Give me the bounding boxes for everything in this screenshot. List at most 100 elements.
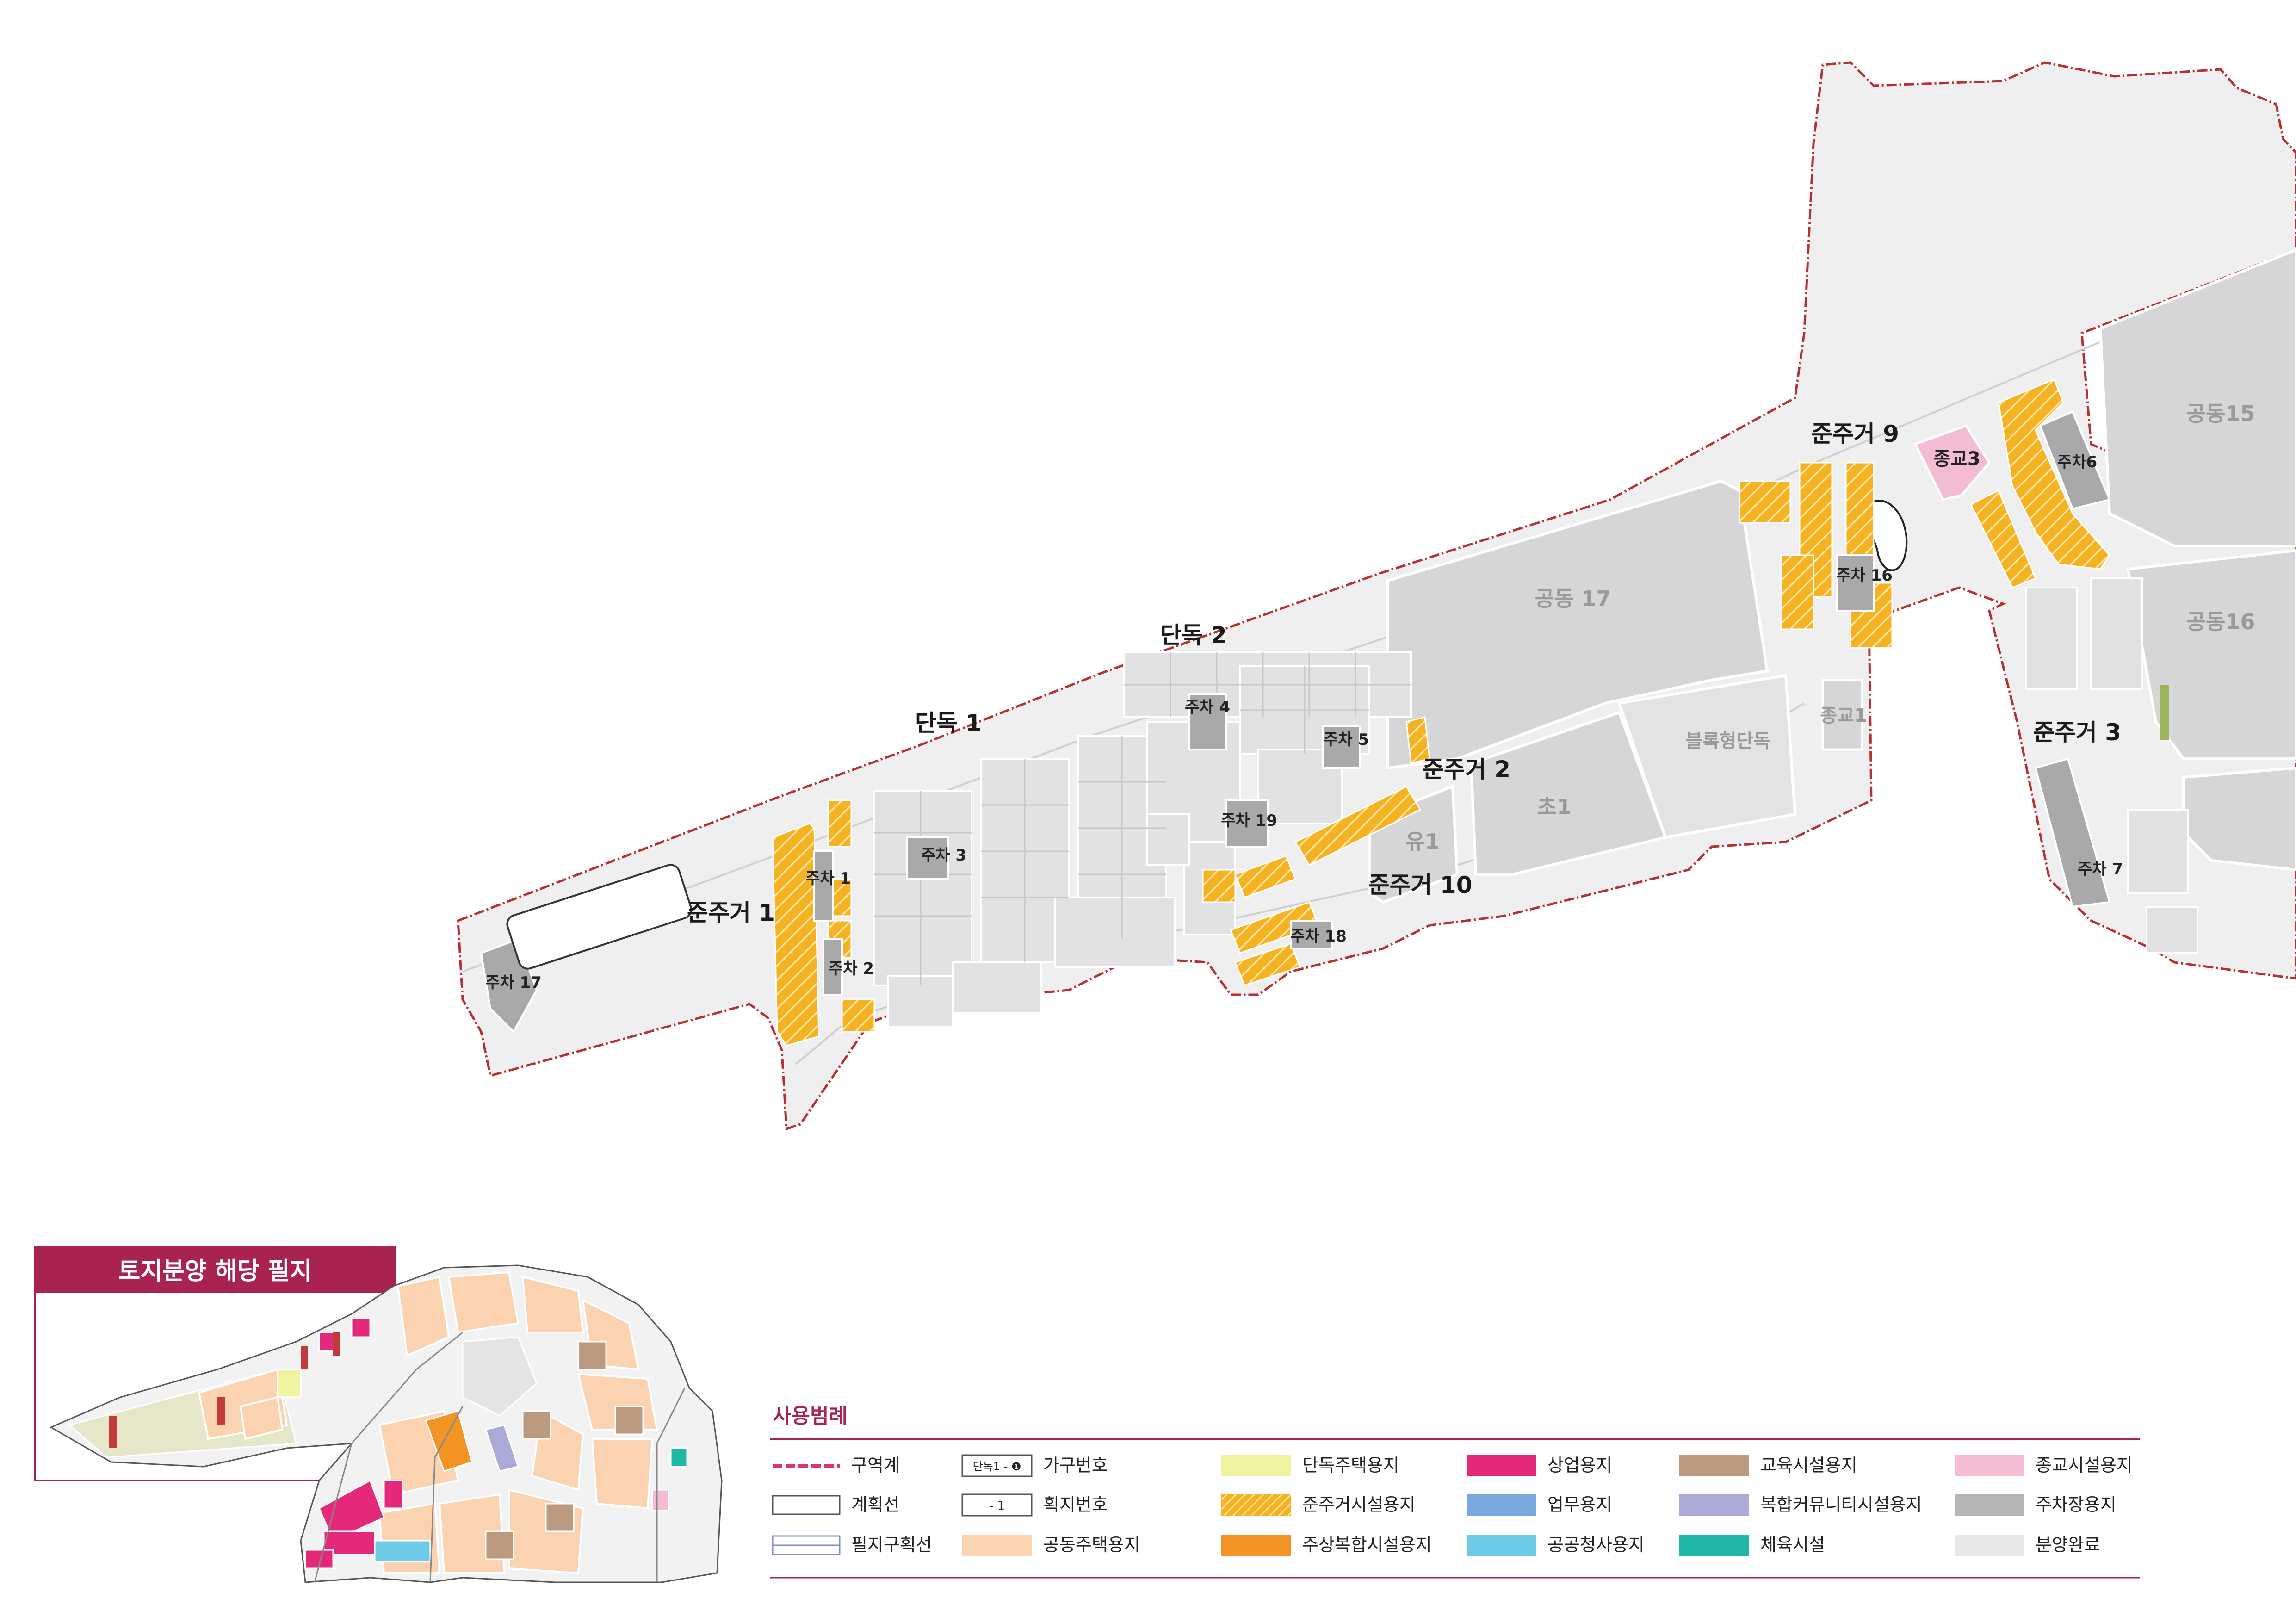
- legend-swatch-public: [1467, 1535, 1536, 1556]
- label-p17: 주차 17: [485, 973, 542, 992]
- legend-swatch-block-number: [961, 1454, 1033, 1477]
- label-p3: 주차 3: [921, 846, 966, 865]
- legend-sample-3: 단독1 - ❶: [973, 1460, 1021, 1473]
- label-danjok2: 단독 2: [1160, 622, 1227, 649]
- label-junjugeo3: 준주거 3: [2033, 719, 2121, 746]
- label-jong1: 종교1: [1820, 705, 1867, 726]
- label-p2: 주차 2: [829, 960, 874, 978]
- legend-swatch-sports: [1679, 1535, 1749, 1556]
- parking-5: [1322, 725, 1361, 769]
- legend-swatch-education: [1679, 1455, 1749, 1476]
- legend-label-7: 준주거시설용지: [1302, 1494, 1416, 1515]
- parking-18: [1290, 920, 1333, 949]
- inset-title-bar: [35, 1247, 396, 1293]
- legend-label-1: 계획선: [851, 1494, 900, 1515]
- legend-swatch-mixed-use: [1221, 1535, 1291, 1556]
- zone-jong1: [1821, 679, 1863, 751]
- parking-2: [823, 938, 843, 996]
- label-p18: 주차 18: [1290, 927, 1347, 946]
- inset-map: 토지분양 해당 필지: [34, 1246, 723, 1583]
- label-jong3: 종교3: [1933, 448, 1980, 470]
- junjugeo3-lots: [2025, 577, 2198, 954]
- label-junjugeo10: 준주거 10: [1368, 872, 1473, 898]
- inset-detached: [277, 1369, 302, 1398]
- parking-3: [906, 836, 949, 880]
- label-junjugeo1: 준주거 1: [687, 899, 775, 926]
- zone-jong3: [1913, 424, 1991, 501]
- zone-gongdong15: [2098, 248, 2296, 547]
- legend-swatch-community: [1679, 1494, 1749, 1516]
- legend-swatch-lot-number: [961, 1493, 1033, 1517]
- legend-swatch-sold: [1955, 1535, 2024, 1556]
- label-p19: 주차 19: [1221, 812, 1277, 830]
- parking-6: [2039, 410, 2111, 510]
- label-p6: 주차6: [2057, 453, 2097, 471]
- main-map: 공동 17 블록형단독 초1 유1 종교1 공동15 공동16 종교3: [457, 61, 2296, 1131]
- legend-label-8: 주상복합시설용지: [1302, 1535, 1432, 1555]
- legend-swatch-plan-line: [772, 1495, 841, 1515]
- inset-religion: [651, 1489, 669, 1511]
- inset-education: [485, 1341, 644, 1560]
- legend-label-17: 분양완료: [2036, 1535, 2100, 1555]
- legend: 사용범례 구역계 계획선 필지구획선 단독1 - ❶ 가구번호 - 1 획지번호…: [770, 1404, 2140, 1579]
- label-gongdong17: 공동 17: [1535, 586, 1611, 611]
- legend-label-4: 획지번호: [1043, 1494, 1108, 1515]
- legend-swatch-parking: [1955, 1494, 2024, 1516]
- district-boundary: [457, 61, 2296, 1131]
- legend-label-0: 구역계: [851, 1455, 900, 1475]
- zone-gongdong16: [2126, 549, 2296, 760]
- legend-label-15: 종교시설용지: [2036, 1455, 2133, 1475]
- label-junjugeo2: 준주거 2: [1423, 756, 1510, 783]
- label-p5: 주차 5: [1324, 731, 1369, 749]
- lot-grid-lines: [874, 652, 1411, 985]
- inset-red-parcels: [109, 1332, 340, 1448]
- legend-label-6: 단독주택용지: [1302, 1455, 1399, 1475]
- zone-cho1: [1469, 711, 1667, 876]
- legend-swatch-detached: [1221, 1455, 1291, 1476]
- label-gongdong15: 공동15: [2186, 401, 2255, 426]
- legend-swatch-commercial: [1467, 1455, 1536, 1476]
- parking-1: [813, 850, 834, 922]
- label-block-danjok: 블록형단독: [1685, 731, 1770, 752]
- legend-label-10: 업무용지: [1547, 1494, 1612, 1515]
- legend-label-13: 복합커뮤니티시설용지: [1760, 1494, 1922, 1515]
- legend-swatch-junjugeo: [1221, 1494, 1291, 1516]
- road-island: [506, 864, 693, 970]
- parking-7: [2034, 757, 2111, 908]
- parking-4: [1188, 693, 1227, 750]
- legend-swatch-apartment: [962, 1535, 1032, 1556]
- parking-16: [1836, 554, 1875, 612]
- legend-sample-4: - 1: [989, 1499, 1005, 1513]
- inset-roads: [314, 1332, 686, 1583]
- inset-apartments: [198, 1271, 658, 1574]
- label-cho1: 초1: [1537, 794, 1572, 819]
- inset-sports: [670, 1447, 688, 1468]
- legend-label-14: 체육시설: [1760, 1535, 1825, 1555]
- inset-public: [374, 1540, 431, 1562]
- label-yu1: 유1: [1405, 829, 1440, 854]
- legend-label-16: 주차장용지: [2036, 1494, 2117, 1515]
- zone-gongdong17: [1386, 479, 1769, 770]
- legend-label-12: 교육시설용지: [1760, 1455, 1857, 1475]
- legend-label-2: 필지구획선: [851, 1535, 932, 1555]
- label-junjugeo9: 준주거 9: [1811, 421, 1899, 447]
- label-p1: 주차 1: [805, 869, 851, 888]
- legend-title: 사용범례: [773, 1404, 848, 1428]
- label-danjok1: 단독 1: [915, 710, 982, 737]
- legend-label-11: 공공청사용지: [1547, 1535, 1645, 1555]
- inset-title: 토지분양 해당 필지: [118, 1258, 312, 1285]
- parking-lots: [480, 410, 2111, 1034]
- inset-park: [462, 1336, 538, 1417]
- inset-mixed-use: [425, 1410, 473, 1472]
- legend-swatch-business: [1467, 1494, 1536, 1516]
- label-gongdong16: 공동16: [2186, 609, 2255, 634]
- parking-19: [1225, 799, 1269, 848]
- inset-commercial: [304, 1318, 403, 1569]
- legend-swatch-religion: [1955, 1455, 2024, 1476]
- label-p16: 주차 16: [1836, 566, 1893, 585]
- junjugeo-hatched-parcels: [772, 378, 2110, 1047]
- label-p7: 주차 7: [2078, 860, 2123, 879]
- legend-label-9: 상업용지: [1547, 1455, 1612, 1475]
- inset-community: [485, 1424, 519, 1472]
